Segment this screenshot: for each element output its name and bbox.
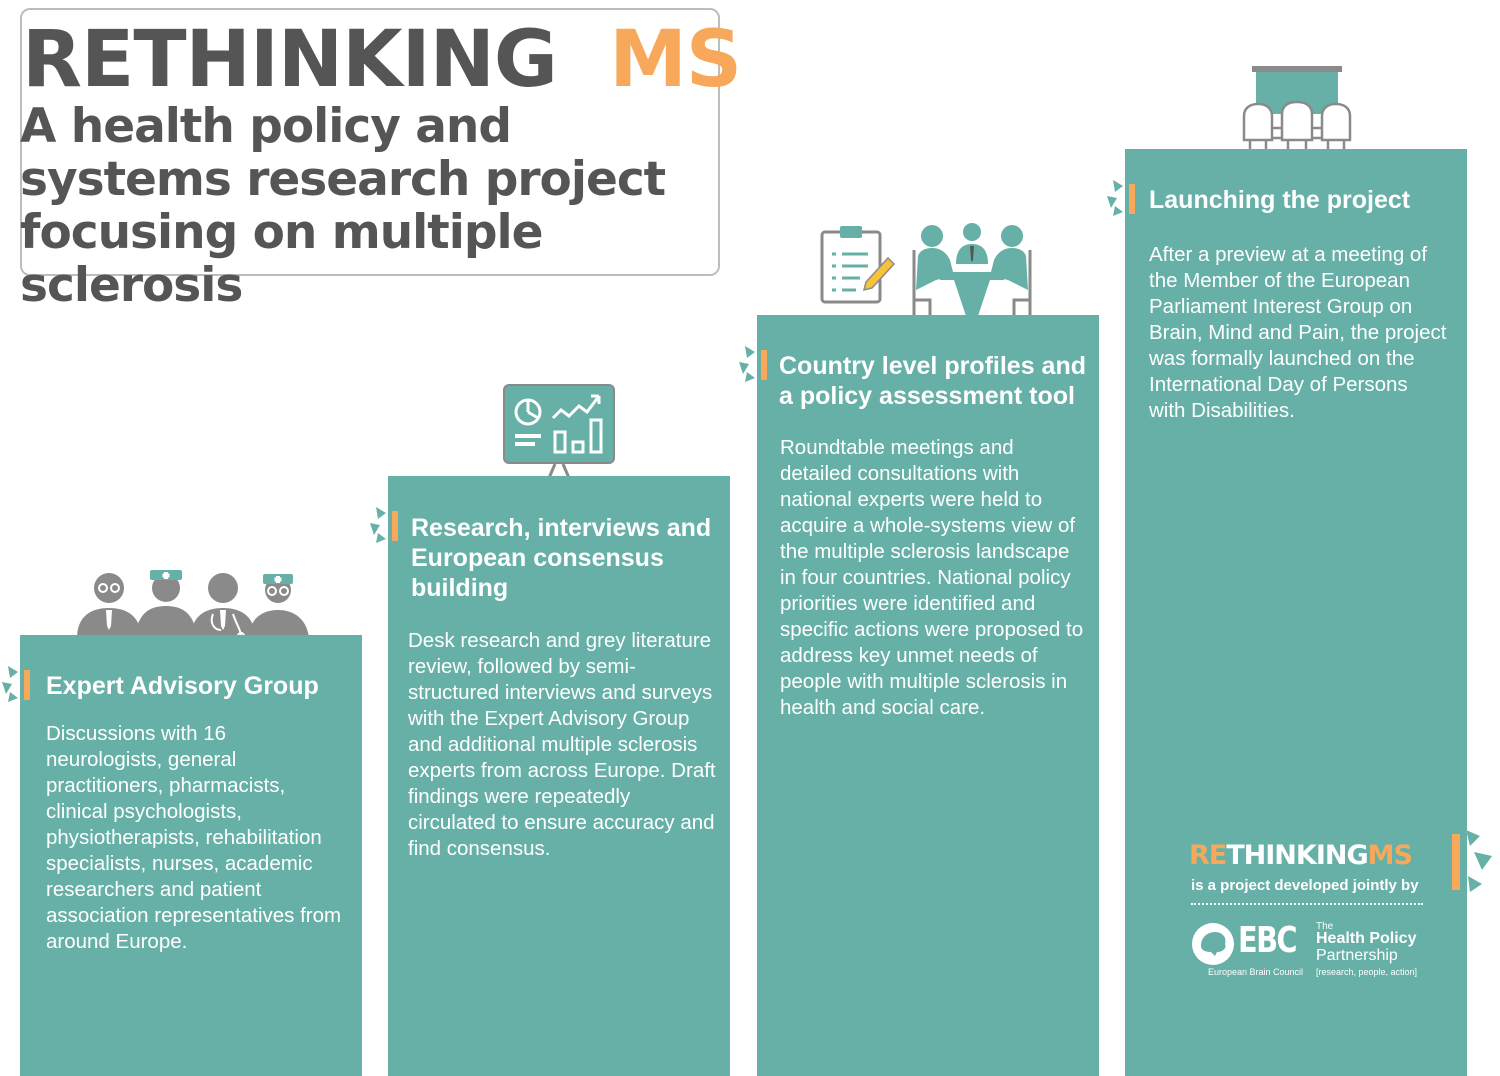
- presentation-audience-icon: [1242, 66, 1352, 150]
- step-description: Roundtable meetings and detailed consult…: [780, 436, 1084, 719]
- triangle-marker-icon: [739, 346, 767, 382]
- step-research-interviews: [388, 476, 730, 1076]
- step-title: Country level profiles and a policy asse…: [779, 352, 1087, 410]
- footer-brand-logo: RETHINKINGMS: [1189, 840, 1413, 871]
- triangle-marker-icon: [2, 666, 30, 702]
- meeting-icon: [912, 223, 1032, 316]
- hpp-tagline: [research, people, action]: [1316, 967, 1418, 977]
- title-rethinking: RETHINKING: [22, 15, 558, 105]
- ebc-brain-logo-icon: [1192, 923, 1234, 965]
- healthcare-professionals-icon: [77, 570, 309, 638]
- page-title: RETHINKING MS: [22, 14, 742, 106]
- step-country-profiles: [757, 315, 1099, 1076]
- hpp-name-line1: Health Policy: [1316, 930, 1417, 947]
- hpp-the: The: [1316, 921, 1334, 932]
- footer-tagline: is a project developed jointly by: [1191, 877, 1419, 894]
- hpp-name-line2: Partnership: [1316, 947, 1398, 964]
- title-ms: MS: [609, 15, 742, 105]
- triangle-marker-icon: [370, 507, 398, 543]
- step-description: Desk research and grey literature review…: [408, 629, 716, 860]
- step-description: After a preview at a meeting of the Memb…: [1149, 243, 1447, 422]
- step-expert-advisory-group: [20, 635, 362, 1076]
- step-title: Launching the project: [1149, 186, 1411, 214]
- analytics-monitor-icon: [503, 384, 615, 478]
- step-title: Research, interviews and European consen…: [411, 514, 712, 602]
- step-title: Expert Advisory Group: [46, 672, 319, 700]
- triangle-marker-icon: [1107, 180, 1135, 216]
- step-launching-project: [1125, 149, 1467, 1076]
- ebc-full-name: European Brain Council: [1208, 967, 1304, 977]
- page-subtitle: A health policy and systems research pro…: [20, 99, 666, 313]
- clipboard-icon: [820, 226, 896, 304]
- ebc-logo-text: EBC: [1238, 920, 1298, 961]
- step-description: Discussions with 16 neurologists, genera…: [46, 722, 342, 953]
- triangle-marker-icon: [1452, 830, 1492, 892]
- title-box: [20, 8, 720, 276]
- footer-divider: [1191, 903, 1423, 905]
